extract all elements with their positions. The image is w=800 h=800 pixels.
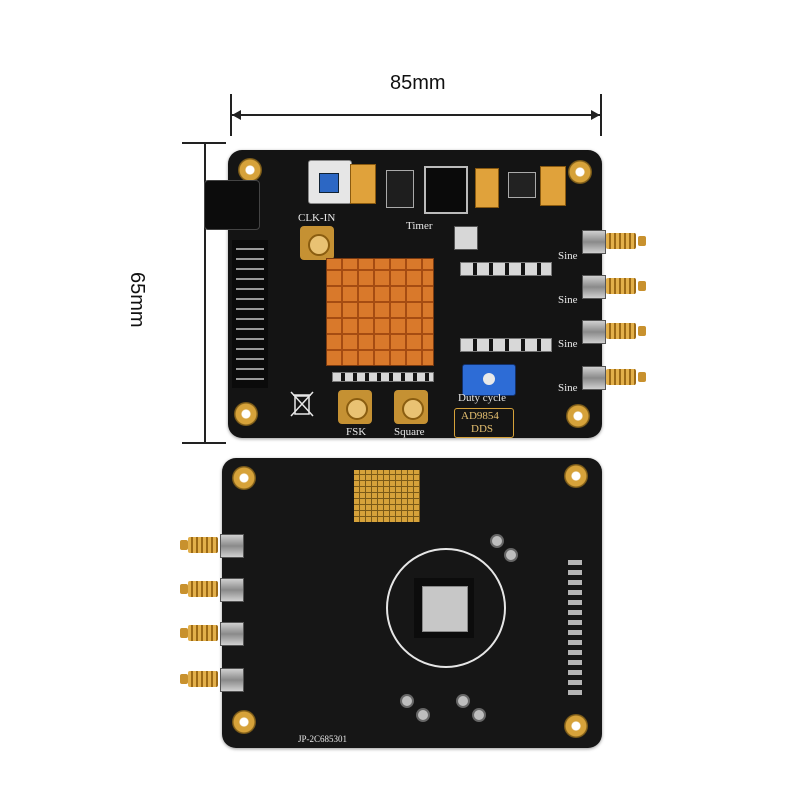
width-label: 85mm: [390, 72, 446, 94]
sma-connector-icon: [582, 366, 650, 390]
smd-resistor-row: [332, 372, 434, 382]
pin-header: [232, 240, 268, 388]
mounting-hole-icon: [234, 402, 258, 426]
sine-label-3: Sine: [558, 338, 578, 350]
chip-label-box: AD9854 DDS: [454, 408, 514, 438]
sma-connector-icon: [180, 622, 246, 646]
voltage-regulator: [424, 166, 468, 214]
sma-connector-icon: [300, 226, 334, 260]
heatsink: [326, 258, 434, 366]
pcb-back: JP-2C685301: [222, 458, 602, 748]
push-button-icon: [308, 160, 352, 204]
via-pad: [416, 708, 430, 722]
via-pad: [456, 694, 470, 708]
capacitor: [350, 164, 376, 204]
mounting-hole-icon: [564, 464, 588, 488]
duty-cycle-label: Duty cycle: [458, 392, 506, 404]
via-pad: [472, 708, 486, 722]
dds-label: DDS: [471, 423, 494, 435]
mounting-hole-icon: [232, 710, 256, 734]
gold-pad-grid: [354, 470, 420, 522]
chip-label: AD9854: [461, 410, 499, 422]
jumper: [508, 172, 536, 198]
mounting-hole-icon: [564, 714, 588, 738]
height-dimension: [182, 142, 226, 444]
via-pad: [504, 548, 518, 562]
mounting-hole-icon: [566, 404, 590, 428]
sma-connector-icon: [338, 390, 372, 424]
crystal-oscillator: [454, 226, 478, 250]
pin-header-pads: [568, 558, 582, 698]
mounting-hole-icon: [232, 466, 256, 490]
fsk-label: FSK: [346, 426, 367, 438]
sma-connector-icon: [582, 230, 650, 254]
pcb-front: CLK-IN Timer Duty cycle FSK Square AD985…: [204, 150, 602, 438]
sine-label-2: Sine: [558, 294, 578, 306]
height-label: 65mm: [126, 272, 148, 328]
sma-connector-icon: [582, 275, 650, 299]
square-label: Square: [394, 426, 425, 438]
via-pad: [400, 694, 414, 708]
sma-connector-icon: [582, 320, 650, 344]
timer-label: Timer: [406, 220, 433, 232]
weee-bin-icon: [290, 390, 314, 418]
capacitor: [475, 168, 499, 208]
mounting-hole-icon: [238, 158, 262, 182]
sine-label-1: Sine: [558, 250, 578, 262]
via-pad: [490, 534, 504, 548]
thermal-pad: [414, 578, 474, 638]
clk-in-label: CLK-IN: [298, 212, 336, 224]
sma-connector-icon: [180, 578, 246, 602]
smd-resistor-row: [460, 262, 552, 276]
sma-connector-icon: [180, 534, 246, 558]
smd-resistor-row: [460, 338, 552, 352]
capacitor: [540, 166, 566, 206]
width-dimension: [230, 92, 602, 136]
potentiometer-icon: [462, 364, 516, 396]
sma-connector-icon: [180, 668, 246, 692]
voltage-regulator: [386, 170, 414, 208]
dc-power-jack: [204, 180, 260, 230]
serial-label: JP-2C685301: [298, 734, 348, 744]
sma-connector-icon: [394, 390, 428, 424]
chip-outline-circle: [386, 548, 506, 668]
mounting-hole-icon: [568, 160, 592, 184]
sine-label-4: Sine: [558, 382, 578, 394]
